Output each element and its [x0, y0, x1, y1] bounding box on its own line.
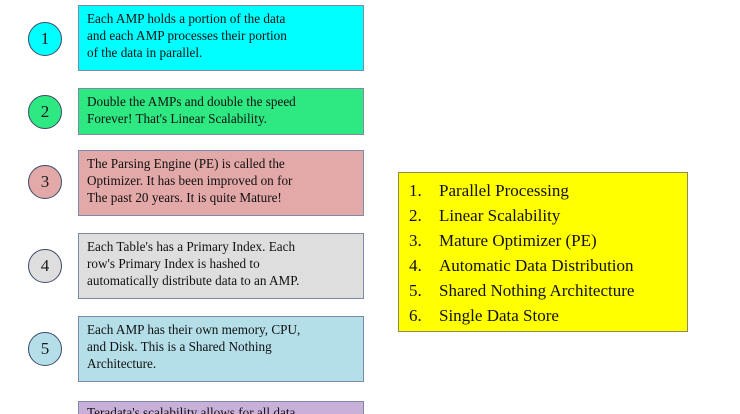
summary-item-6: 6. Single Data Store [409, 303, 687, 328]
step-3-number-circle: 3 [28, 165, 62, 199]
step-5-box: Each AMP has their own memory, CPU, and … [78, 316, 364, 382]
summary-item-number: 5. [409, 281, 422, 300]
summary-list-box: 1. Parallel Processing 2. Linear Scalabi… [398, 172, 688, 332]
step-1-box: Each AMP holds a portion of the data and… [78, 5, 364, 71]
summary-item-number: 6. [409, 306, 422, 325]
summary-item-label: Single Data Store [439, 306, 559, 325]
summary-item-2: 2. Linear Scalability [409, 203, 687, 228]
step-2-box: Double the AMPs and double the speed For… [78, 88, 364, 135]
step-4-number-circle: 4 [28, 249, 62, 283]
summary-item-label: Mature Optimizer (PE) [439, 231, 597, 250]
summary-item-label: Shared Nothing Architecture [439, 281, 635, 300]
summary-item-number: 3. [409, 231, 422, 250]
summary-item-5: 5. Shared Nothing Architecture [409, 278, 687, 303]
step-6-box: Teradata's scalability allows for all da… [78, 401, 364, 414]
summary-item-label: Linear Scalability [439, 206, 561, 225]
summary-list: 1. Parallel Processing 2. Linear Scalabi… [409, 178, 687, 328]
summary-item-number: 4. [409, 256, 422, 275]
summary-item-3: 3. Mature Optimizer (PE) [409, 228, 687, 253]
step-1-number-circle: 1 [28, 22, 62, 56]
step-2-number-circle: 2 [28, 95, 62, 129]
summary-item-4: 4. Automatic Data Distribution [409, 253, 687, 278]
summary-item-label: Parallel Processing [439, 181, 569, 200]
step-3-box: The Parsing Engine (PE) is called the Op… [78, 150, 364, 216]
step-4-box: Each Table's has a Primary Index. Each r… [78, 233, 364, 299]
summary-item-number: 2. [409, 206, 422, 225]
step-5-number-circle: 5 [28, 332, 62, 366]
summary-item-number: 1. [409, 181, 422, 200]
summary-item-label: Automatic Data Distribution [439, 256, 634, 275]
summary-item-1: 1. Parallel Processing [409, 178, 687, 203]
